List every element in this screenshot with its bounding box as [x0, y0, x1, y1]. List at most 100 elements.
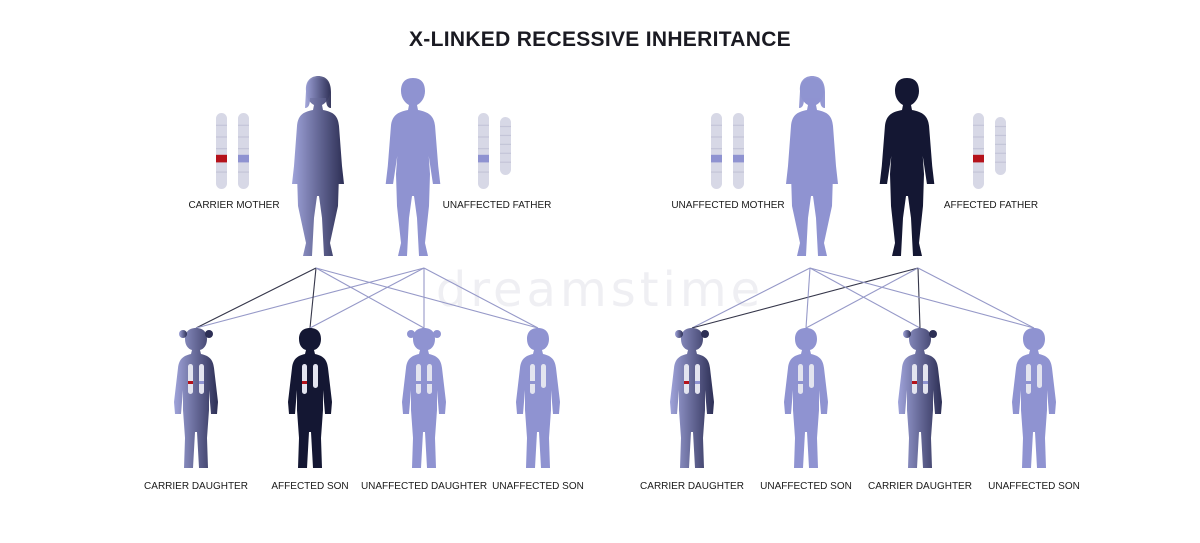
mother-2-chromosome-x2-stripe: [733, 136, 744, 138]
mother-figure-2: [786, 76, 838, 256]
child-figure-2-3-chromosome-2: [923, 364, 928, 394]
mother-1-chromosome-x2-stripe: [238, 148, 249, 150]
mother-2-chromosome-x2-allele: [733, 154, 744, 163]
child-figure-2-3-allele-1: [912, 381, 917, 384]
father-figure-1-body: [385, 78, 441, 256]
mother-1-chromosome-x2-stripe: [238, 124, 249, 126]
child-figure-1-1-pigtail-right: [205, 330, 213, 338]
child-figure-1-3-pigtail-right: [433, 330, 441, 338]
father-figure-2: [879, 78, 935, 256]
line-father-2-child-2: [805, 267, 919, 329]
mother-1-chromosome-x1-stripe: [216, 136, 227, 138]
child-figure-1-4: [516, 328, 560, 468]
diagram-title: X-LINKED RECESSIVE INHERITANCE: [409, 28, 791, 51]
mother-2-chromosome-x1-body: [711, 113, 722, 189]
mother-figure-1: [292, 76, 344, 256]
label-child-2-2: UNAFFECTED SON: [760, 481, 852, 492]
father-2-chromosome-y-body: [995, 117, 1006, 175]
father-2-chromosome-y-stripe: [995, 152, 1006, 154]
child-figure-1-2-allele-1: [302, 381, 307, 384]
child-figure-1-2-chromosome-1: [302, 364, 307, 394]
child-figure-2-2-chromosome-2: [809, 364, 814, 388]
child-figure-2-2-body: [784, 328, 828, 468]
father-1-chromosome-x-body: [478, 113, 489, 189]
mother-figure-1-body: [292, 78, 344, 256]
father-2-chromosome-y-stripe: [995, 143, 1006, 145]
mother-2-chromosome-x2-stripe: [733, 148, 744, 150]
child-figure-2-4-chromosome-1: [1026, 364, 1031, 394]
mother-2-chromosome-x1: [711, 113, 722, 189]
mother-1-chromosome-x2-allele: [238, 154, 249, 163]
father-1-chromosome-y: [500, 117, 511, 175]
child-figure-2-1: [670, 328, 714, 468]
mother-2-chromosome-x1-allele: [711, 154, 722, 163]
child-figure-2-1-body: [670, 328, 714, 468]
line-mother-2-child-2: [805, 267, 811, 329]
father-2-chromosome-x-stripe: [973, 148, 984, 150]
father-2-chromosome-x-stripe: [973, 171, 984, 173]
label-father-1: UNAFFECTED FATHER: [442, 200, 552, 211]
mother-1-chromosome-x2: [238, 113, 249, 189]
mother-figure-2-body: [786, 78, 838, 256]
child-figure-1-3-allele-2: [427, 381, 432, 384]
father-1-chromosome-y-stripe: [500, 134, 511, 137]
line-mother-1-child-3: [315, 267, 425, 329]
mother-1-chromosome-x1-stripe: [216, 148, 227, 150]
father-2-chromosome-x-stripe: [973, 136, 984, 138]
child-figure-1-4-chromosome-2: [541, 364, 546, 388]
father-1-chromosome-x-stripe: [478, 171, 489, 173]
mother-1-chromosome-x2-body: [238, 113, 249, 189]
child-figure-1-2: [288, 328, 332, 468]
line-father-2-child-3: [917, 267, 921, 329]
mother-2-chromosome-x1-stripe: [711, 136, 722, 138]
father-1-chromosome-y-stripe: [500, 125, 511, 128]
father-2-chromosome-x-body: [973, 113, 984, 189]
mother-1-chromosome-x2-stripe: [238, 136, 249, 138]
child-figure-1-1-allele-1: [188, 381, 193, 384]
father-1-chromosome-y-stripe: [500, 143, 511, 145]
mother-2-chromosome-x1-stripe: [711, 171, 722, 173]
line-father-1-child-1: [195, 267, 425, 329]
mother-2-chromosome-x1-stripe: [711, 124, 722, 126]
father-2-chromosome-x: [973, 113, 984, 189]
child-figure-2-1-allele-2: [695, 381, 700, 384]
child-figure-1-2-chromosome-2: [313, 364, 318, 388]
child-figure-2-3-pigtail-right: [929, 330, 937, 338]
child-figure-1-1-chromosome-1: [188, 364, 193, 394]
line-father-1-child-2: [309, 267, 425, 329]
child-figure-1-2-body: [288, 328, 332, 468]
father-1-chromosome-y-stripe: [500, 161, 511, 163]
child-figure-2-2-allele-1: [798, 381, 803, 384]
mother-1-chromosome-x1-stripe: [216, 171, 227, 173]
father-1-chromosome-x-stripe: [478, 124, 489, 126]
label-mother-1: CARRIER MOTHER: [188, 200, 280, 211]
line-father-2-child-1: [691, 267, 919, 329]
child-figure-2-3-body: [898, 328, 942, 468]
father-figure-2-body: [879, 78, 935, 256]
child-figure-1-3-body: [402, 328, 446, 468]
child-figure-2-4: [1012, 328, 1056, 468]
mother-2-chromosome-x2-stripe: [733, 124, 744, 126]
line-mother-1-child-4: [315, 267, 539, 329]
line-father-1-child-4: [423, 267, 539, 329]
mother-2-chromosome-x2: [733, 113, 744, 189]
mother-1-chromosome-x1-allele: [216, 154, 227, 163]
line-mother-2-child-4: [809, 267, 1035, 329]
label-child-1-4: UNAFFECTED SON: [492, 481, 584, 492]
line-mother-2-child-3: [809, 267, 921, 329]
father-1-chromosome-y-body: [500, 117, 511, 175]
child-figure-1-1-body: [174, 328, 218, 468]
child-figure-1-4-allele-1: [530, 381, 535, 384]
father-2-chromosome-y: [995, 117, 1006, 175]
label-father-2: AFFECTED FATHER: [943, 200, 1039, 211]
line-mother-1-child-2: [309, 267, 317, 329]
father-2-chromosome-y-stripe: [995, 125, 1006, 128]
child-figure-1-3-chromosome-2: [427, 364, 432, 394]
father-2-chromosome-x-allele: [973, 154, 984, 163]
child-figure-2-3-chromosome-1: [912, 364, 917, 394]
child-figure-2-1-pigtail-right: [701, 330, 709, 338]
father-2-chromosome-y-stripe: [995, 134, 1006, 137]
label-child-1-1: CARRIER DAUGHTER: [144, 481, 248, 492]
mother-1-chromosome-x1-stripe: [216, 124, 227, 126]
